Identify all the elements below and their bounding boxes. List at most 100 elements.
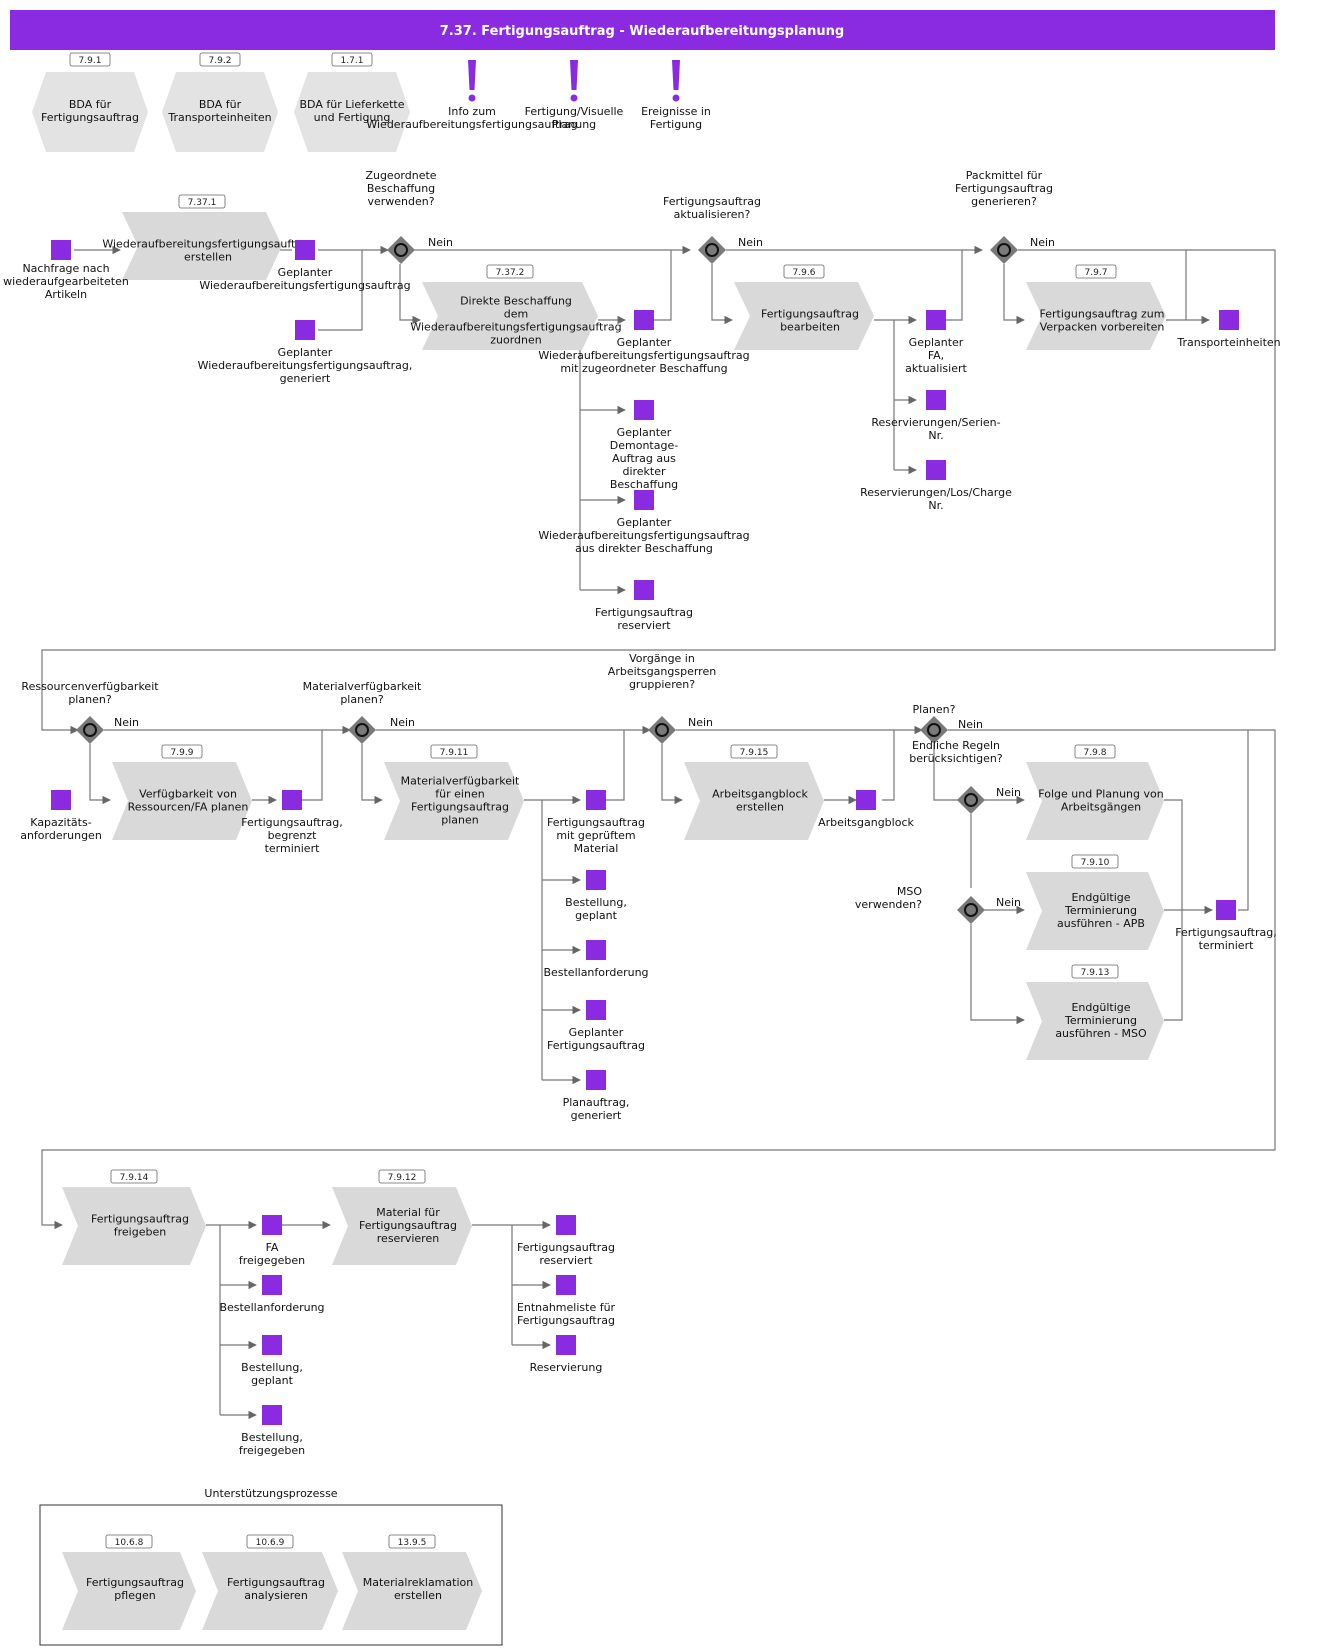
ref-tag xyxy=(105,1534,153,1549)
gateway-circle-icon xyxy=(705,243,719,257)
event[interactable]: Bestellung,freigegeben xyxy=(239,1405,305,1457)
gateway-no-label: Nein xyxy=(996,896,1021,909)
gateway-diamond xyxy=(698,236,726,264)
event[interactable]: Kapazitäts-anforderungen xyxy=(20,790,102,842)
event[interactable]: Reservierung xyxy=(530,1335,603,1374)
decision-gateway[interactable]: Planen?Nein xyxy=(913,703,984,744)
ref-number: 7.9.1 xyxy=(79,56,102,66)
chevron-shape xyxy=(684,762,824,840)
ref-tag xyxy=(1074,744,1116,759)
ref-number: 7.9.2 xyxy=(209,56,232,66)
process-step[interactable]: 7.37.1Wiederaufbereitungsfertigungsauftr… xyxy=(102,194,314,280)
event[interactable]: Bestellanforderung xyxy=(543,940,649,979)
ref-number: 7.9.6 xyxy=(793,268,816,278)
gateway-circle-icon xyxy=(964,793,978,807)
event[interactable]: Planauftrag,generiert xyxy=(563,1070,630,1122)
event[interactable]: Bestellung,geplant xyxy=(565,870,627,922)
ref-tag xyxy=(1071,964,1119,979)
event-square xyxy=(262,1215,282,1235)
event[interactable]: Transporteinheiten xyxy=(1176,310,1281,349)
event[interactable]: Fertigungsauftrag,terminiert xyxy=(1175,900,1277,952)
event[interactable]: Bestellanforderung xyxy=(219,1275,325,1314)
ref-tag xyxy=(730,744,778,759)
event[interactable]: Bestellung,geplant xyxy=(241,1335,303,1387)
gateway-no-label: Nein xyxy=(688,716,713,729)
ref-number: 13.9.5 xyxy=(398,1538,427,1548)
event-label: Bestellanforderung xyxy=(543,966,648,979)
chevron-shape xyxy=(62,1552,196,1630)
ref-number: 7.9.11 xyxy=(440,748,469,758)
event-square xyxy=(295,240,315,260)
gateway-circle-icon xyxy=(394,243,408,257)
connectors xyxy=(41,245,1276,1420)
header-bar xyxy=(10,10,1275,50)
event-square xyxy=(586,790,606,810)
event-square xyxy=(262,1275,282,1295)
gateway-no-label: Nein xyxy=(390,716,415,729)
ref-number: 7.9.14 xyxy=(120,1173,149,1183)
exclamation-dot xyxy=(672,94,680,102)
exclamation-icon xyxy=(570,60,578,90)
ref-tag xyxy=(178,194,226,209)
event[interactable]: Arbeitsgangblock xyxy=(818,790,915,829)
gateway-circle-icon xyxy=(927,723,941,737)
event[interactable]: Reservierungen/Serien-Nr. xyxy=(871,390,1001,442)
event-square xyxy=(295,320,315,340)
support-title: Unterstützungsprozesse xyxy=(204,1487,337,1500)
chevron-shape xyxy=(332,1187,472,1265)
ref-number: 10.6.9 xyxy=(256,1538,285,1548)
